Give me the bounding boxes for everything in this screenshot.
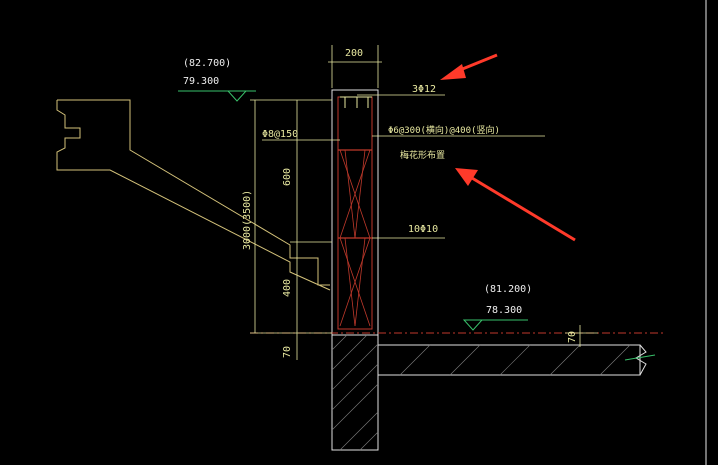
break-mark [624, 354, 656, 361]
dimension-lines [250, 45, 598, 360]
wall-rebar-cage [337, 96, 373, 330]
dim-400: 400 [282, 279, 293, 297]
wall-column-outline [331, 89, 379, 336]
elevation-top: 79.300 [183, 76, 219, 87]
elevation-low-paren: (81.200) [484, 284, 532, 295]
label-stirrups: Φ8@150 [262, 129, 298, 140]
elevation-marker-top [178, 90, 256, 102]
dim-70-right: 70 [567, 331, 578, 343]
label-tie-spec: Φ6@300(横向)@400(竖向) [388, 124, 500, 136]
dim-600: 600 [282, 168, 293, 186]
label-top-bars: 3Φ12 [412, 84, 436, 95]
annotation-arrow-mid [455, 168, 576, 242]
tie-pattern-upper [339, 149, 371, 327]
label-mid-bars: 10Φ10 [408, 224, 438, 235]
slab-hatch [399, 344, 631, 376]
foundation-column [331, 334, 379, 451]
dim-wall-width: 200 [345, 48, 363, 59]
wall-profile-inner [56, 100, 331, 291]
dim-total: 3000(3500) [242, 190, 253, 250]
break-line [635, 344, 647, 376]
elevation-top-paren: (82.700) [183, 58, 231, 69]
elevation-marker-low [462, 319, 528, 331]
annotation-arrow-top [440, 53, 498, 80]
foundation-hatch [331, 334, 379, 451]
dim-70-left: 70 [282, 346, 293, 358]
top-bar-hook [340, 96, 372, 108]
elevation-low: 78.300 [486, 305, 522, 316]
label-tie-note: 梅花形布置 [400, 149, 445, 161]
wall-profile-outline [57, 99, 330, 286]
slab-outline [378, 344, 641, 376]
